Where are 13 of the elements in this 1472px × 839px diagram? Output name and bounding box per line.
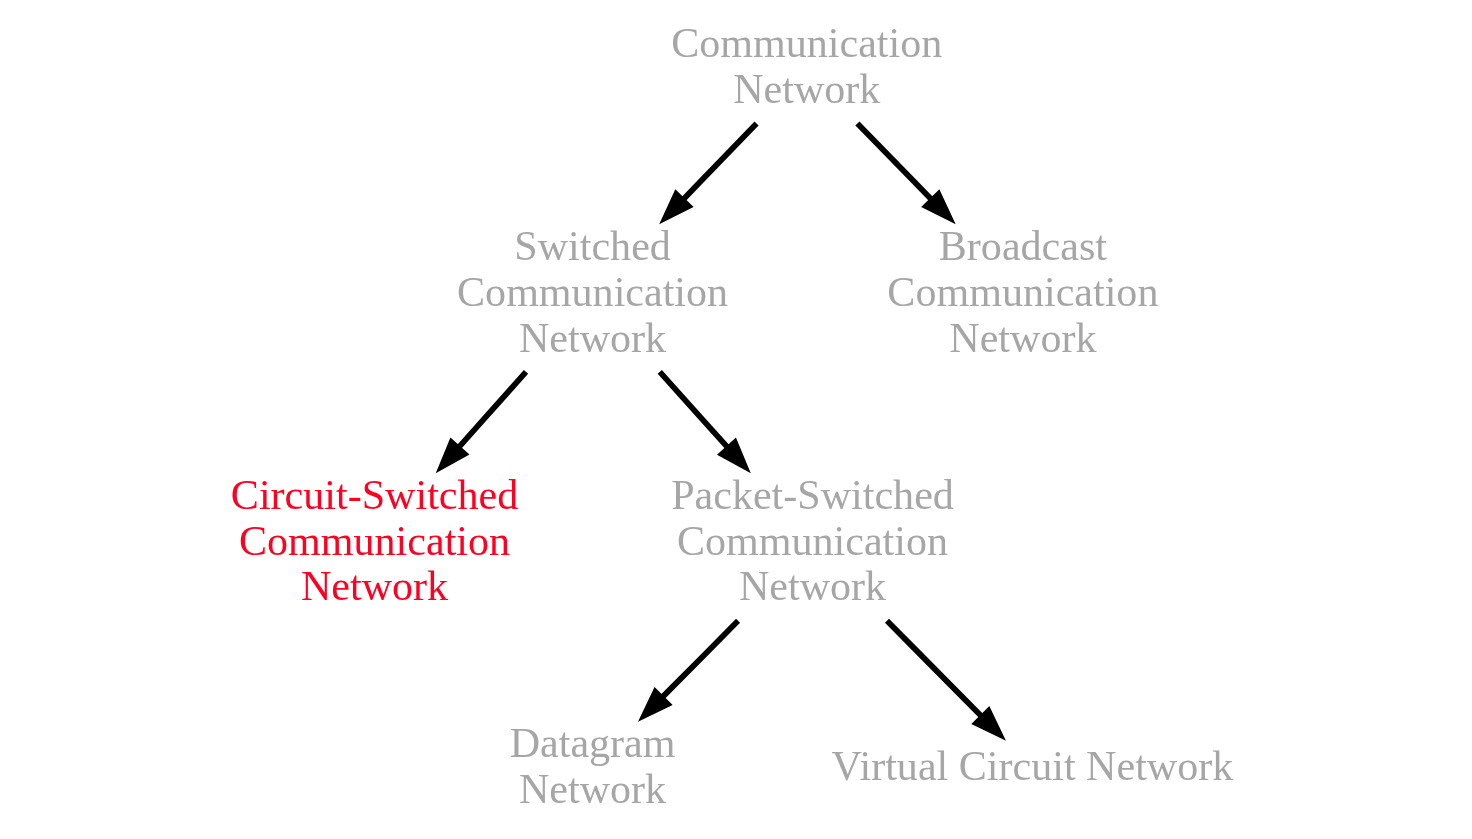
node-text: Packet-Switched Communication Network	[670, 471, 954, 610]
arrow	[658, 121, 759, 225]
arrow	[435, 369, 528, 474]
arrow	[637, 618, 740, 722]
node-text: Switched Communication Network	[456, 223, 728, 361]
arrow	[854, 121, 956, 225]
node-text: Circuit-Switched Communication Network	[230, 471, 518, 610]
node-text: Broadcast Communication Network	[886, 223, 1158, 361]
node-text: Virtual Circuit Network	[831, 743, 1233, 790]
node-text: Datagram Network	[509, 720, 675, 813]
arrow	[657, 369, 751, 474]
node-text: Communication Network	[670, 20, 942, 113]
arrow	[884, 618, 1006, 741]
